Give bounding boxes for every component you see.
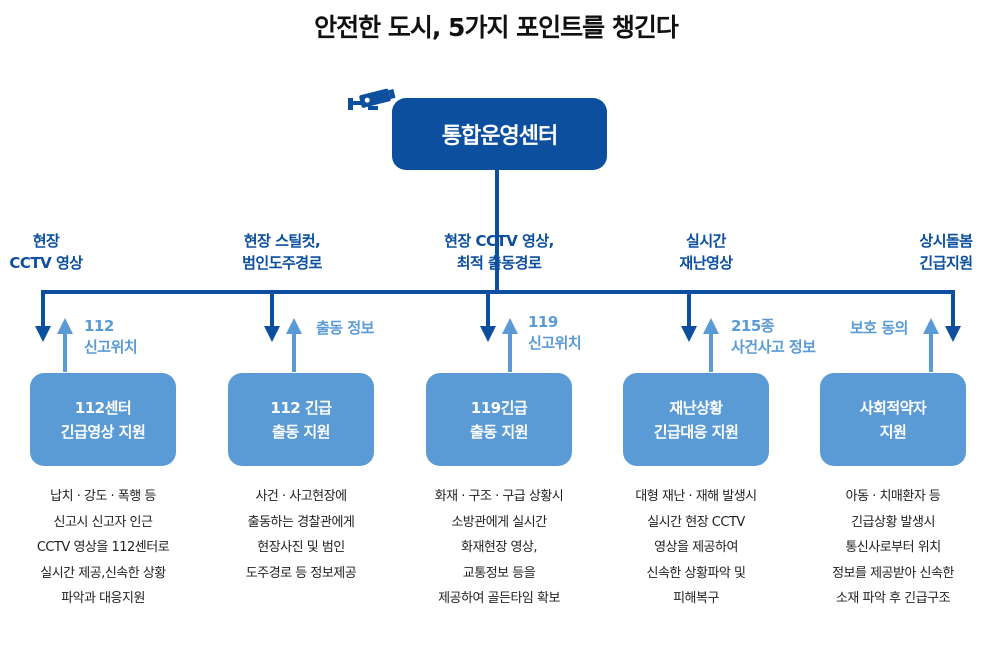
up-label-4: 215종 사건사고 정보: [731, 317, 816, 356]
up-label-2: 출동 정보: [316, 319, 374, 337]
description-2: 사건 · 사고현장에 출동하는 경찰관에게 현장사진 및 범인 도주경로 등 정…: [245, 489, 357, 581]
service-box-1: 112센터 긴급영상 지원: [30, 373, 176, 466]
top-label-3: 현장 CCTV 영상, 최적 출동경로: [444, 232, 554, 272]
integrated-operation-center: 통합운영센터: [392, 98, 607, 170]
up-label-3: 119 신고위치: [528, 313, 582, 352]
cctv-camera-icon: [348, 88, 396, 110]
up-label-5: 보호 동의: [850, 319, 908, 337]
top-label-1: 현장 CCTV 영상: [9, 232, 83, 272]
description-4: 대형 재난 · 재해 발생시 실시간 현장 CCTV 영상을 제공하여 신속한 …: [635, 489, 757, 606]
up-label-1: 112 신고위치: [84, 317, 138, 356]
description-5: 아동 · 치매환자 등 긴급상황 발생시 통신사로부터 위치 정보를 제공받아 …: [832, 489, 954, 606]
service-box-3: 119긴급 출동 지원: [426, 373, 572, 466]
page-title: 안전한 도시, 5가지 포인트를 챙긴다: [314, 13, 679, 42]
service-box-5: 사회적약자 지원: [820, 373, 966, 466]
top-label-4: 실시간 재난영상: [679, 232, 733, 272]
top-label-2: 현장 스틸컷, 범인도주경로: [242, 232, 322, 272]
description-1: 납치 · 강도 · 폭행 등 신고시 신고자 인근 CCTV 영상을 112센터…: [36, 489, 170, 606]
top-label-5: 상시돌봄 긴급지원: [919, 232, 973, 272]
description-3: 화재 · 구조 · 구급 상황시 소방관에게 실시간 화재현장 영상, 교통정보…: [434, 489, 564, 606]
service-box-4: 재난상황 긴급대응 지원: [623, 373, 769, 466]
service-box-2: 112 긴급 출동 지원: [228, 373, 374, 466]
